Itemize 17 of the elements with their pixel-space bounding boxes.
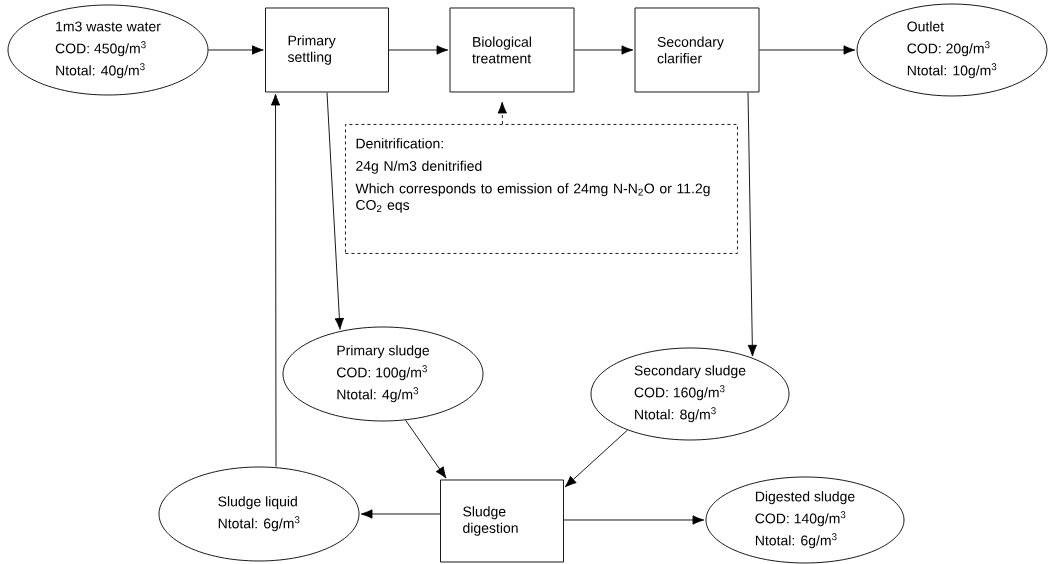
arrow: [388, 45, 449, 55]
process-box: Secondary clarifier: [634, 7, 760, 93]
arrow: [270, 93, 281, 467]
process-box: Primary settling: [265, 7, 389, 93]
process-box: Sludge digestion: [440, 479, 564, 563]
arrow: [574, 45, 634, 55]
arrow: [747, 92, 757, 357]
arrow: [405, 419, 447, 479]
process-box: Biological treatment: [449, 7, 575, 93]
arrow: [208, 45, 264, 55]
note-box: Denitrification: 24g N/m3 denitrified Which corresponds to emission of 24mg N-N$_{2}$O or 11.2g CO$_{2}$ eqs: [345, 124, 738, 254]
arrow: [759, 45, 856, 55]
arrow: [563, 515, 705, 525]
arrow: [564, 429, 628, 488]
arrow: [360, 509, 441, 519]
arrow: [497, 101, 507, 125]
arrow: [326, 92, 345, 330]
